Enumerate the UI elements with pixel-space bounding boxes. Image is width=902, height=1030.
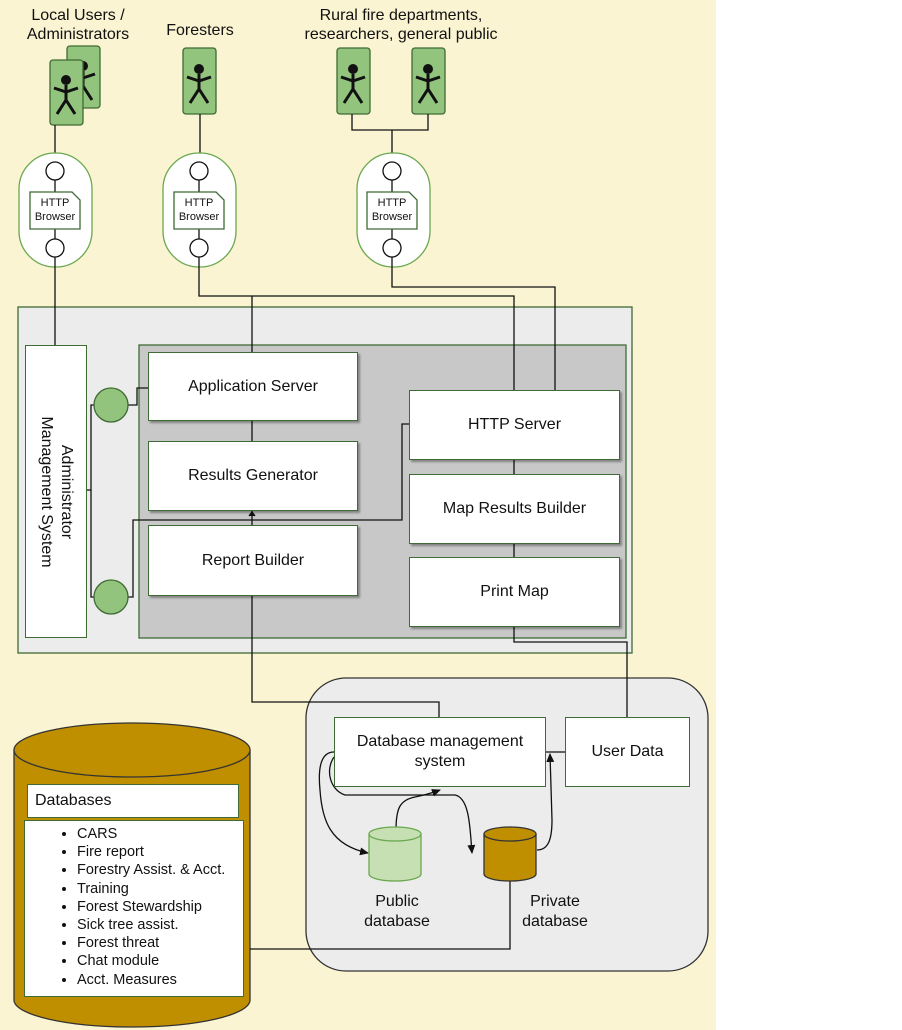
database-item: Forest threat (77, 934, 243, 952)
public-db-cylinder (368, 826, 422, 882)
databases-title: Databases (35, 792, 112, 809)
map-results-builder-box: Map Results Builder (409, 474, 620, 544)
http-server-box: HTTP Server (409, 390, 620, 460)
admin-interface-upper (93, 387, 129, 423)
actor-label-public: Rural fire departments, researchers, gen… (304, 7, 498, 43)
databases-list: CARSFire reportForestry Assist. & Acct.T… (24, 820, 244, 997)
dbms-label: Database management system (356, 733, 524, 770)
actor-group-1 (49, 45, 101, 126)
dbms-arrows (318, 751, 555, 856)
report-builder-label: Report Builder (201, 551, 305, 569)
application-server-box: Application Server (148, 352, 358, 421)
map-results-builder-label: Map Results Builder (442, 500, 587, 517)
results-generator-label: Results Generator (188, 467, 318, 484)
actor-public-1 (336, 47, 371, 115)
dbms-box: Database management system (334, 717, 546, 787)
public-db-label: Public database (364, 893, 430, 930)
browser-node-3 (356, 152, 431, 268)
browser-node-1 (18, 152, 93, 268)
report-builder-box: Report Builder (148, 525, 358, 596)
http-server-label: HTTP Server (467, 416, 562, 433)
print-map-box: Print Map (409, 557, 620, 627)
print-map-label: Print Map (480, 583, 549, 600)
internal-links (248, 421, 628, 950)
actor-public-2 (411, 47, 446, 115)
results-generator-box: Results Generator (148, 441, 358, 511)
database-item: Chat module (77, 952, 243, 970)
private-db-cylinder (483, 826, 537, 882)
actor-label-admins: Local Users / Administrators (26, 7, 130, 43)
browser-label-1: HTTP Browser (34, 197, 76, 223)
admin-management-label: Administrator Management System (38, 415, 75, 568)
user-data-box: User Data (565, 717, 690, 787)
database-item: Fire report (77, 843, 243, 861)
admin-interface-lower (93, 579, 129, 615)
database-item: Sick tree assist. (77, 916, 243, 934)
actor-links (54, 114, 429, 162)
databases-title-box: Databases (27, 784, 239, 818)
database-item: Training (77, 880, 243, 898)
browser-links (54, 257, 556, 390)
database-item: CARS (77, 825, 243, 843)
actor-forester (182, 47, 217, 115)
application-server-label: Application Server (188, 377, 318, 395)
user-data-label: User Data (591, 743, 664, 760)
browser-label-3: HTTP Browser (371, 197, 413, 223)
browser-label-2: HTTP Browser (178, 197, 220, 223)
browser-node-2 (162, 152, 237, 268)
database-item: Acct. Measures (77, 971, 243, 989)
admin-management-system: Administrator Management System (25, 345, 87, 638)
actor-label-foresters: Foresters (166, 22, 234, 39)
database-item: Forestry Assist. & Acct. (77, 861, 243, 879)
private-db-label: Private database (522, 893, 588, 930)
database-item: Forest Stewardship (77, 898, 243, 916)
